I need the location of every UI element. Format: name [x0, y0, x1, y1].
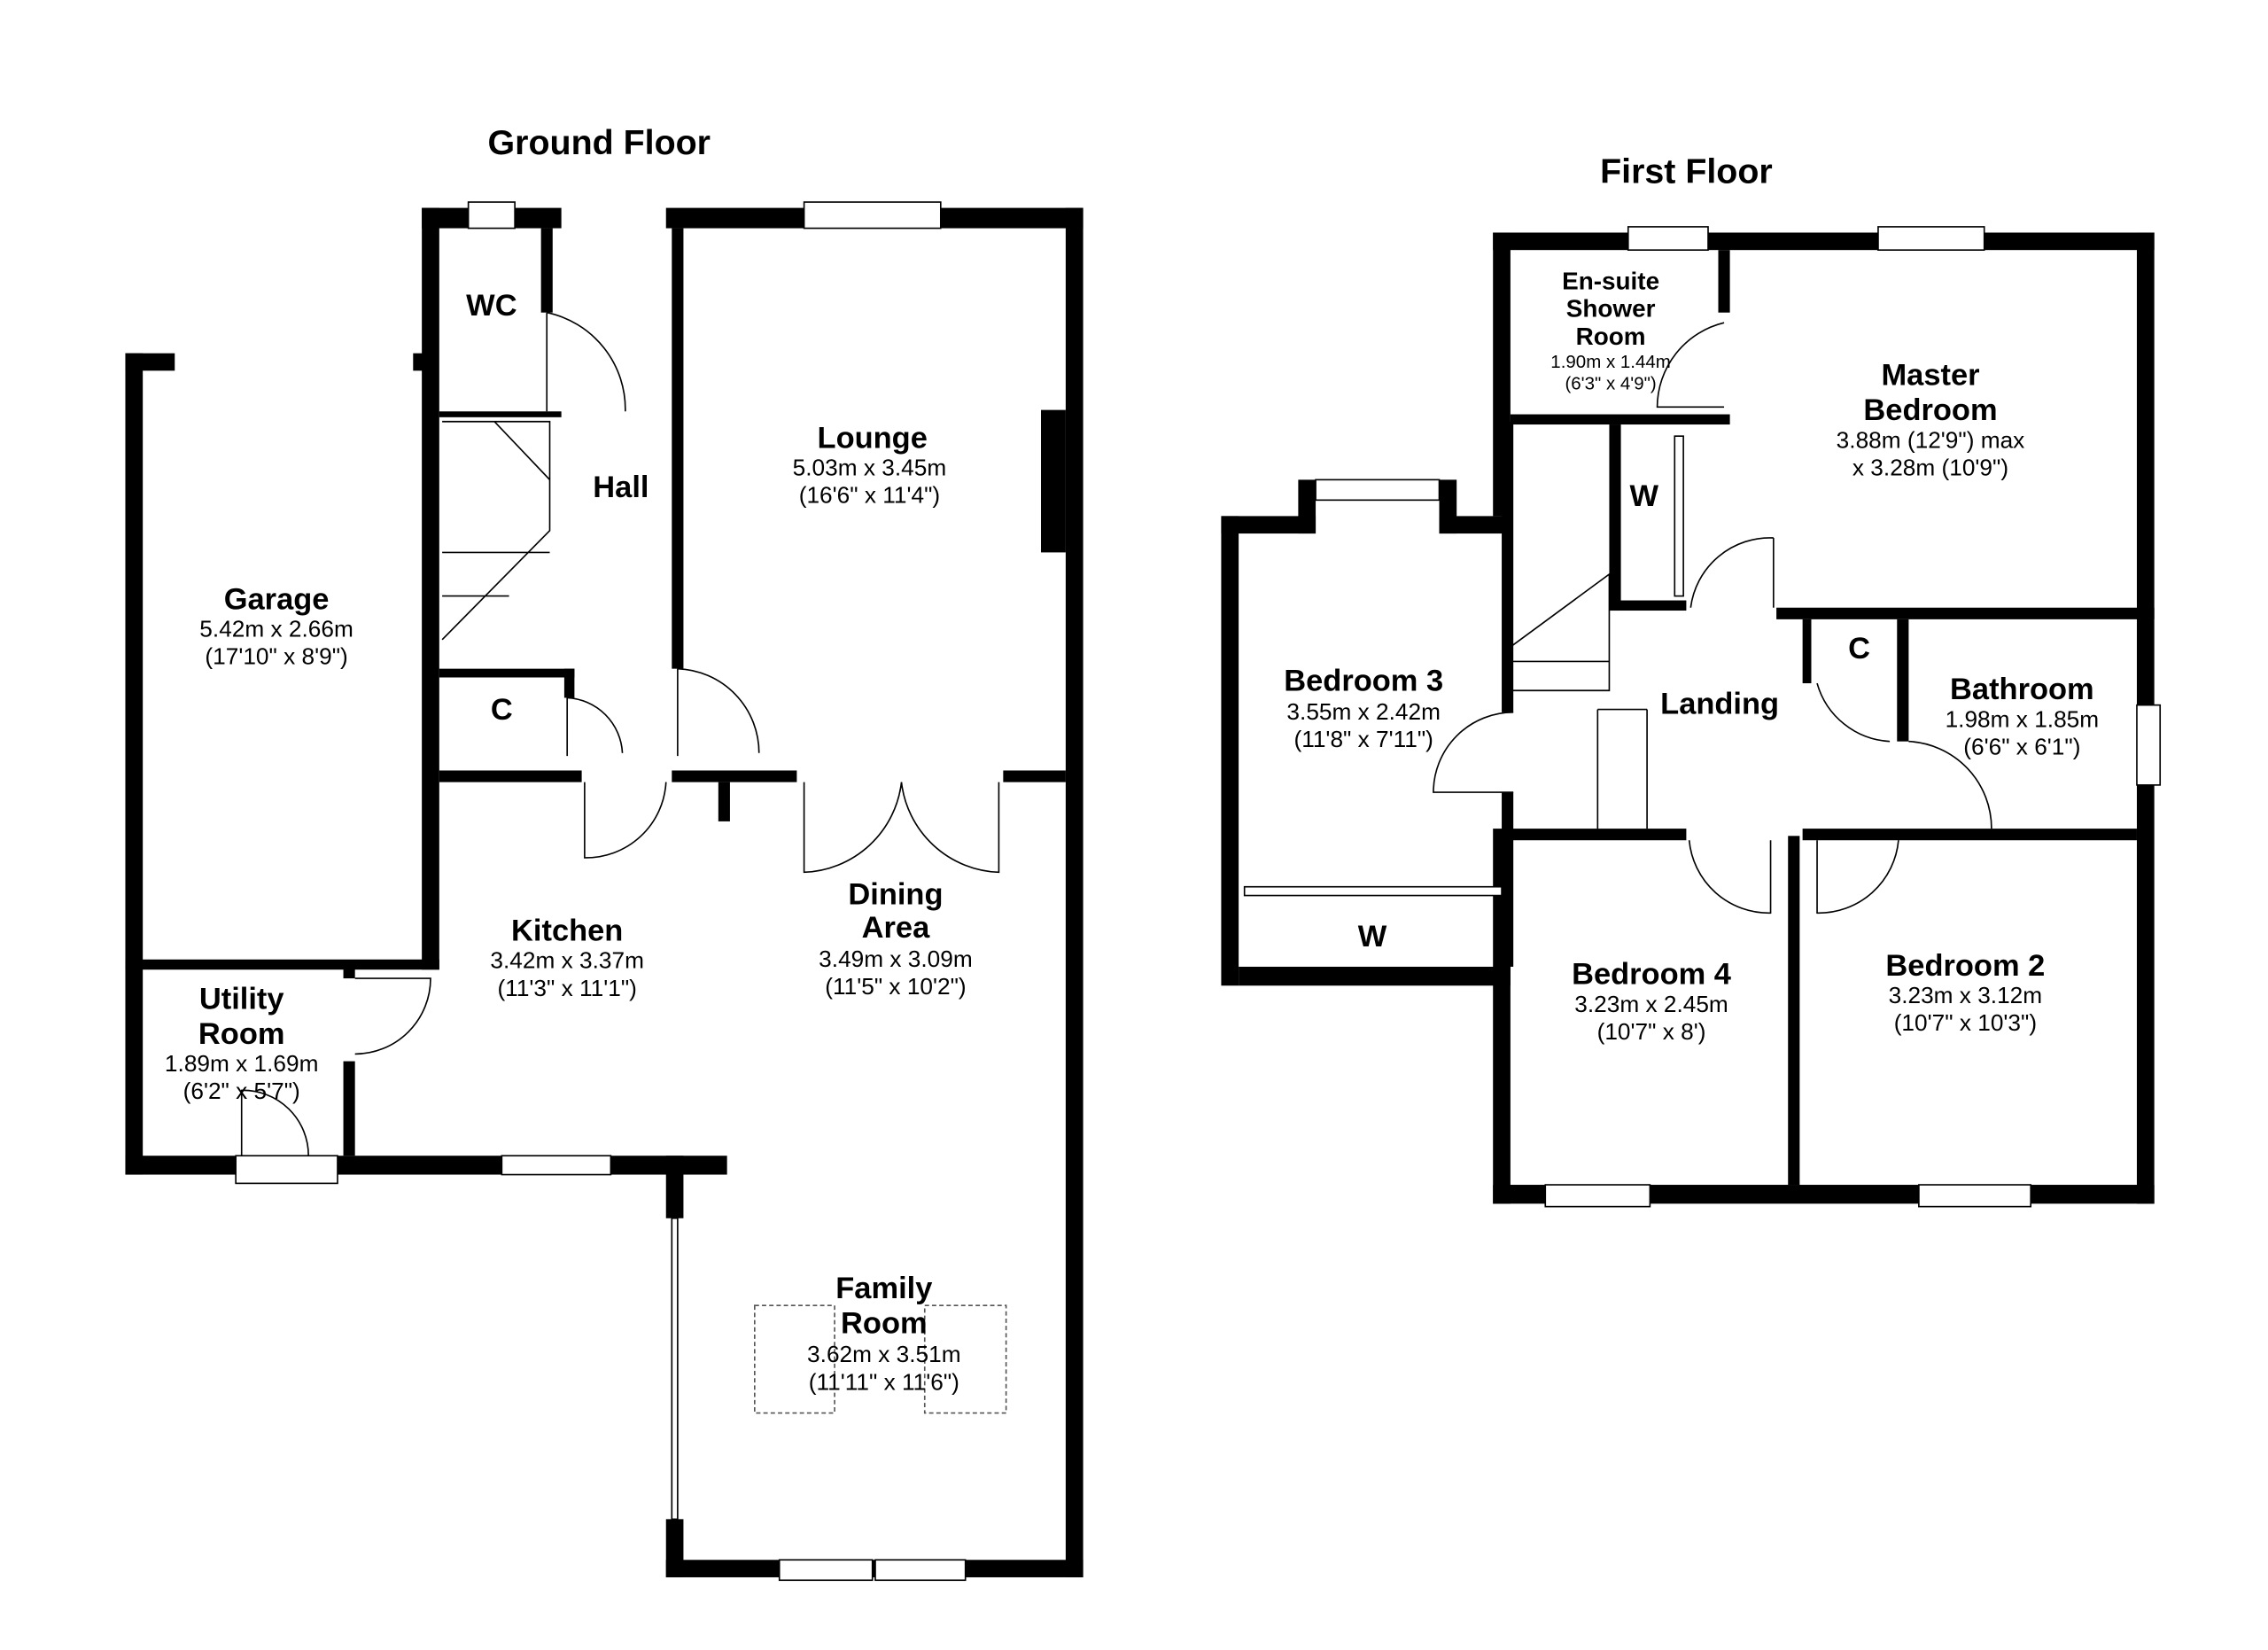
- room-imperial-bathroom: (6'6" x 6'1"): [1963, 733, 2080, 759]
- first-floor-labels: En-suite Shower Room 1.90m x 1.44m (6'3"…: [1284, 267, 2099, 1045]
- room-name-lounge: Lounge: [818, 421, 928, 455]
- room-name-family-2: Room: [841, 1306, 928, 1340]
- room-metric-utility: 1.89m x 1.69m: [165, 1050, 319, 1077]
- room-metric-lounge: 5.03m x 3.45m: [793, 454, 947, 480]
- room-name-wardrobe-bed3: W: [1358, 920, 1387, 953]
- room-name-bedroom3: Bedroom 3: [1284, 664, 1443, 697]
- room-metric-bedroom4: 3.23m x 2.45m: [1574, 991, 1728, 1017]
- room-imperial-kitchen: (11'3" x 11'1"): [497, 975, 636, 1001]
- room-name-cupboard-ff: C: [1848, 632, 1870, 665]
- ground-floor-windows: [235, 201, 967, 1582]
- ground-floor-labels: WC Hall C Lounge 5.03m x 3.45m (16'6" x …: [165, 289, 973, 1395]
- room-metric-bedroom2: 3.23m x 3.12m: [1889, 982, 2043, 1008]
- first-floor-doors: [1433, 322, 1992, 915]
- room-metric-bedroom3: 3.55m x 2.42m: [1286, 698, 1441, 725]
- room-name-utility-1: Utility: [199, 983, 284, 1016]
- ground-floor-title: Ground Floor: [488, 123, 711, 162]
- room-name-bathroom: Bathroom: [1950, 673, 2094, 706]
- room-name-ensuite-3: Room: [1576, 323, 1646, 350]
- room-metric-master: 3.88m (12'9") max: [1837, 426, 2025, 453]
- room-name-dining-2: Area: [862, 911, 930, 945]
- room-imperial-dining: (11'5" x 10'2"): [825, 973, 966, 1000]
- room-name-bedroom4: Bedroom 4: [1572, 958, 1731, 992]
- room-name-bedroom2: Bedroom 2: [1885, 949, 2045, 983]
- first-floor-title: First Floor: [1600, 152, 1773, 191]
- first-floor-windows: [1243, 226, 2162, 1208]
- room-imperial-family: (11'11" x 11'6"): [809, 1368, 959, 1395]
- room-name-landing: Landing: [1660, 687, 1779, 720]
- room-name-dining-1: Dining: [848, 877, 943, 911]
- room-name-master-2: Bedroom: [1863, 393, 1997, 427]
- room-metric-ensuite: 1.90m x 1.44m: [1550, 352, 1671, 372]
- room-name-hall: Hall: [593, 471, 649, 504]
- room-imperial-bedroom3: (11'8" x 7'11"): [1293, 726, 1433, 752]
- room-name-kitchen: Kitchen: [511, 914, 623, 947]
- room-name-ensuite-2: Shower: [1566, 295, 1656, 323]
- room-metric-dining: 3.49m x 3.09m: [819, 946, 973, 972]
- room-name-family-1: Family: [835, 1272, 932, 1305]
- ground-floor: Ground Floor: [125, 123, 1084, 1582]
- room-name-utility-2: Room: [198, 1017, 285, 1051]
- room-imperial-bedroom2: (10'7" x 10'3"): [1894, 1009, 2037, 1036]
- room-name-cupboard: C: [491, 693, 513, 727]
- room-imperial-bedroom4: (10'7" x 8'): [1597, 1018, 1706, 1045]
- room-imperial-garage: (17'10" x 8'9"): [205, 643, 347, 670]
- room-name-garage: Garage: [224, 582, 330, 616]
- ground-floor-doors: [240, 311, 1000, 1156]
- room-metric-bathroom: 1.98m x 1.85m: [1946, 705, 2100, 732]
- room-imperial-master: x 3.28m (10'9"): [1852, 454, 2008, 480]
- first-floor: First Floor: [1221, 152, 2162, 1208]
- room-imperial-utility: (6'2" x 5'7"): [183, 1078, 300, 1104]
- room-name-ensuite-1: En-suite: [1562, 267, 1659, 294]
- room-name-wardrobe-master: W: [1630, 479, 1659, 513]
- room-imperial-lounge: (16'6" x 11'4"): [799, 482, 940, 509]
- room-metric-family: 3.62m x 3.51m: [807, 1341, 961, 1367]
- room-metric-kitchen: 3.42m x 3.37m: [490, 947, 644, 974]
- room-name-wc: WC: [466, 289, 517, 323]
- room-name-master-1: Master: [1882, 359, 1980, 393]
- room-metric-garage: 5.42m x 2.66m: [199, 616, 353, 642]
- room-imperial-ensuite: (6'3" x 4'9"): [1565, 374, 1656, 394]
